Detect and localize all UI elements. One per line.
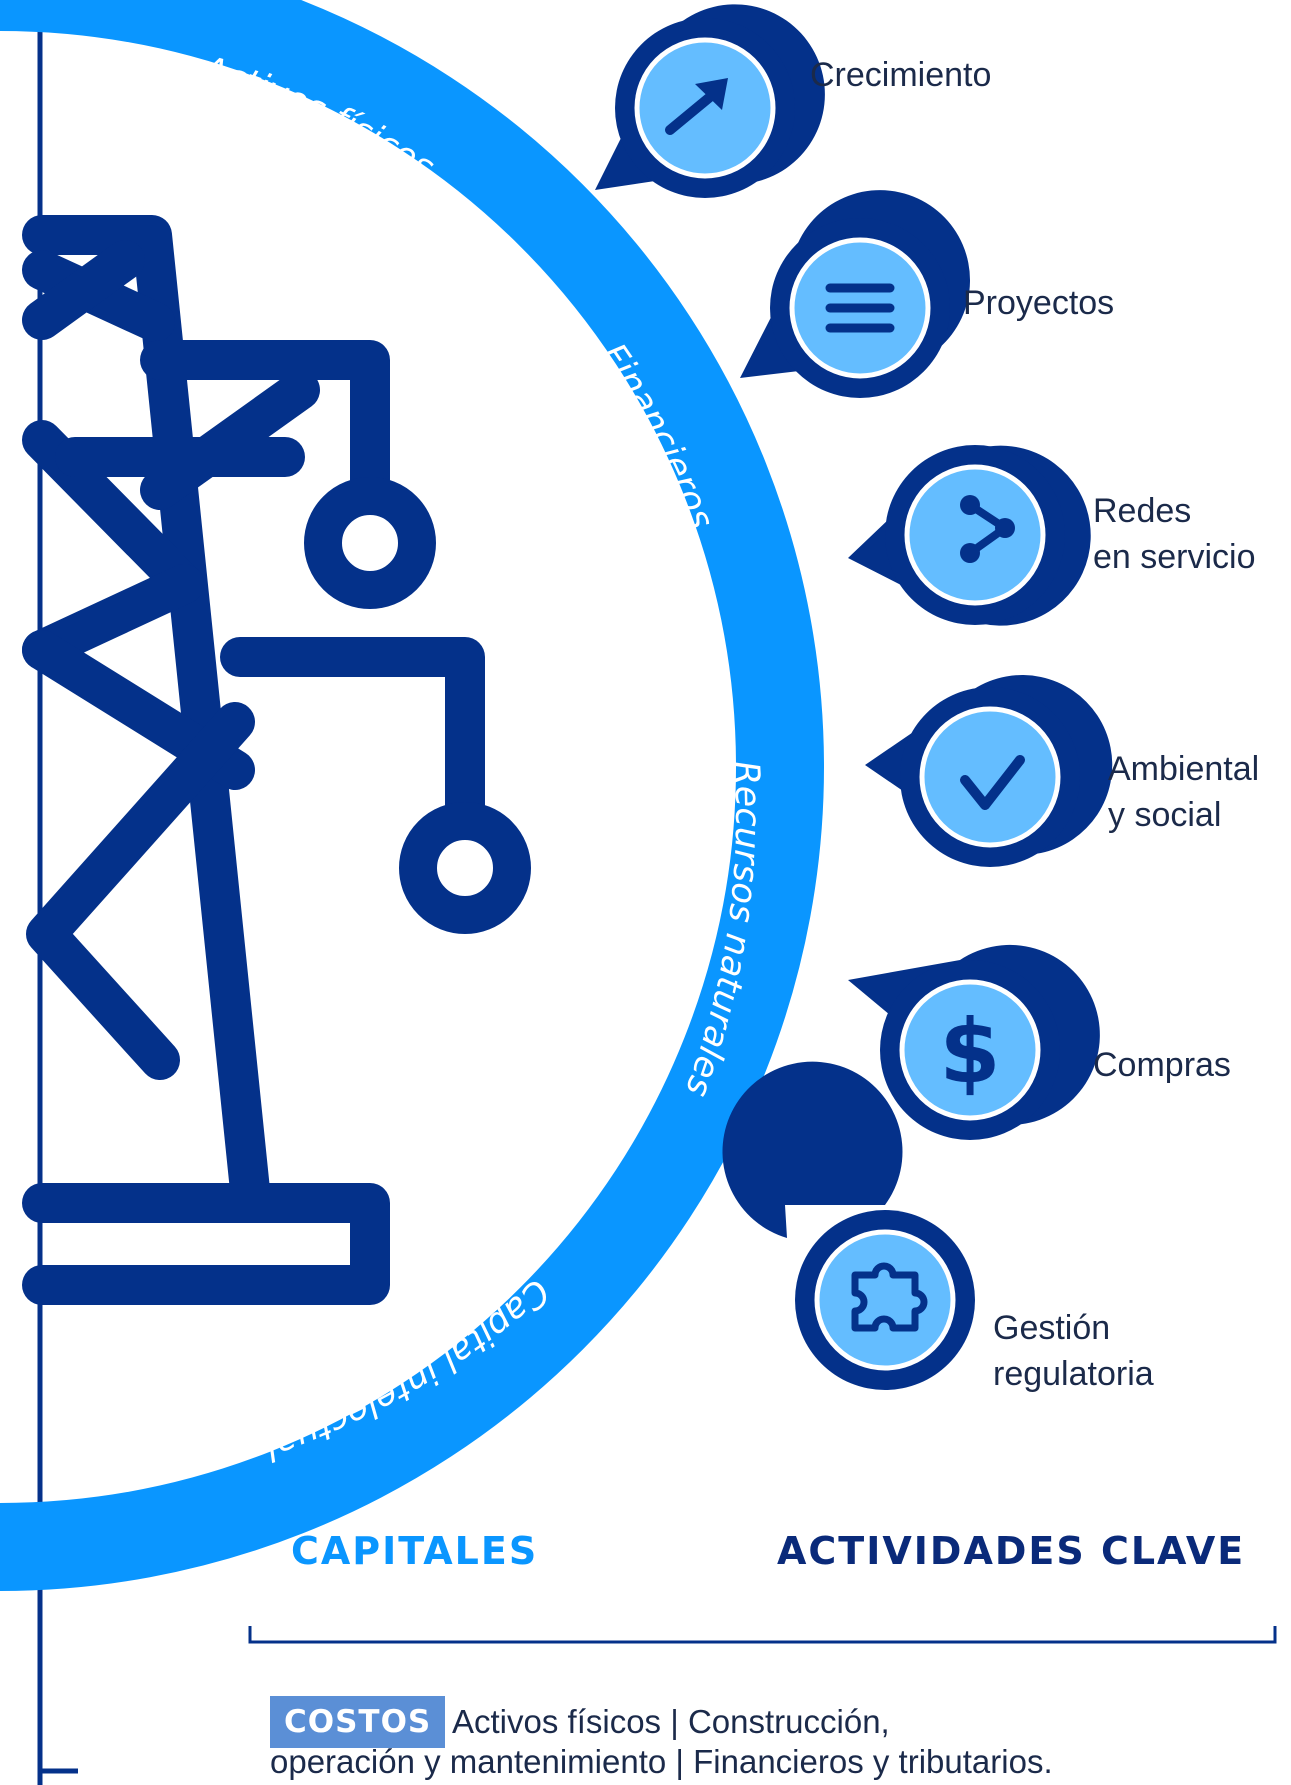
activity-label-gestion: Gestión regulatoria <box>993 1309 1154 1393</box>
costos-line-2: operación y mantenimiento | Financieros … <box>270 1743 1053 1780</box>
activity-marker-ambiental <box>865 674 1113 867</box>
activity-label-redes: Redes en servicio <box>1093 492 1256 576</box>
transmission-tower-icon <box>22 215 485 1305</box>
activity-marker-compras: $ <box>848 944 1100 1140</box>
menu-lines-icon <box>825 283 895 333</box>
actividades-clave-heading: ACTIVIDADES CLAVE <box>777 1529 1246 1573</box>
activity-label-proyectos: Proyectos <box>963 284 1115 322</box>
activity-marker-gestion <box>722 1061 975 1390</box>
activity-marker-redes <box>848 445 1091 626</box>
bracket-line <box>248 1626 1277 1644</box>
capitals-ring <box>0 0 824 1591</box>
arrow-up-right-icon <box>665 78 728 135</box>
costos-badge: COSTOS <box>270 1696 446 1748</box>
puzzle-icon <box>851 1262 928 1332</box>
circuit-node-icons <box>304 477 531 934</box>
costos-line-1: Activos físicos | Construcción, <box>452 1703 890 1740</box>
activity-label-crecimiento: Crecimiento <box>810 56 992 94</box>
share-network-icon <box>960 495 1015 563</box>
activity-marker-proyectos <box>740 190 970 398</box>
activity-label-ambiental: Ambiental y social <box>1108 750 1260 834</box>
capitales-heading: CAPITALES <box>291 1529 539 1573</box>
activity-marker-crecimiento <box>595 4 825 198</box>
dollar-icon: $ <box>939 1000 1000 1103</box>
checkmark-icon <box>960 755 1025 810</box>
activity-label-compras: Compras <box>1093 1046 1231 1084</box>
